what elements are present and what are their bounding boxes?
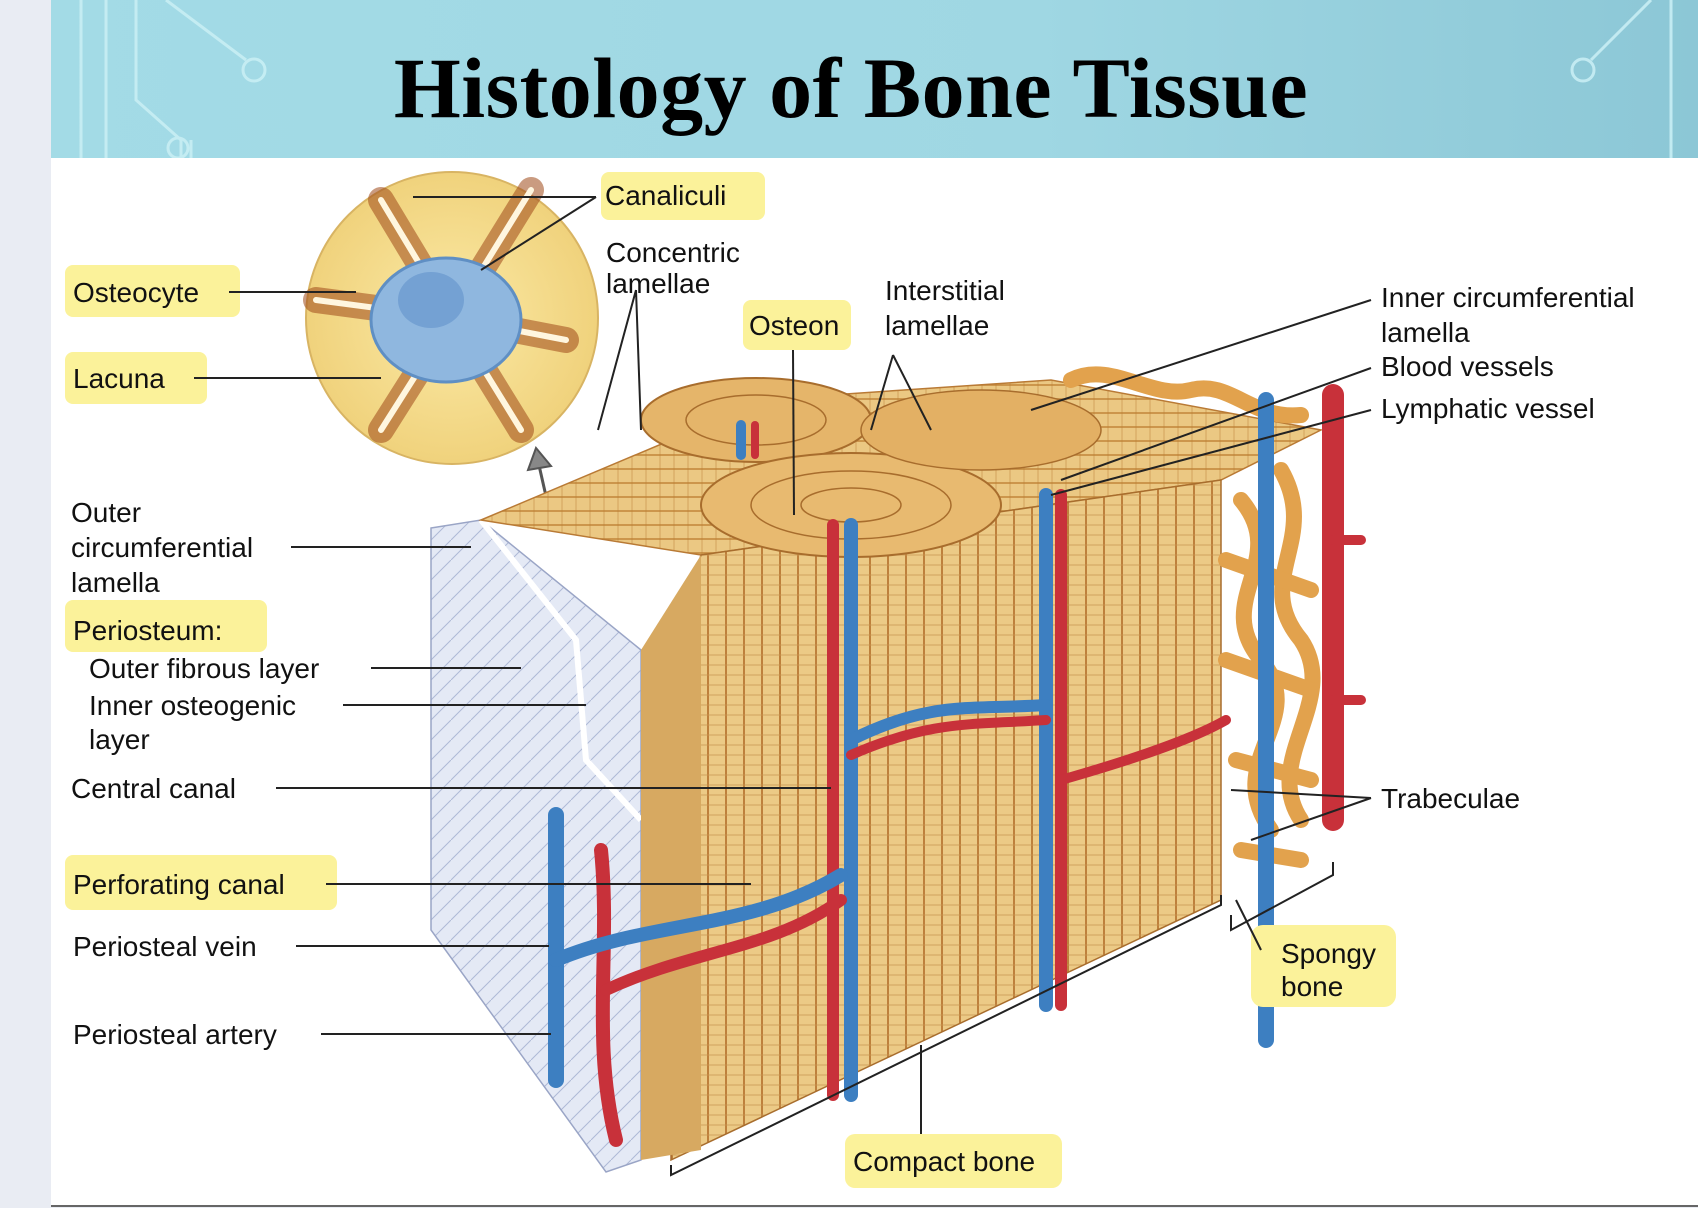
label-osteon: Osteon <box>749 310 839 341</box>
leader-lines <box>194 196 1372 1134</box>
label-spongy-bone-2: bone <box>1281 971 1343 1002</box>
label-concentric-lamellae-2: lamellae <box>606 268 710 299</box>
blood-vessels <box>548 384 1366 1147</box>
label-interstitial-lamellae-1: Interstitial <box>885 275 1005 306</box>
compact-bone-front <box>670 479 1222 1162</box>
label-outer-circumferential-3: lamella <box>71 567 160 598</box>
label-inner-circumferential-1: Inner circumferential <box>1381 282 1635 313</box>
label-spongy-bone-1: Spongy <box>1281 938 1376 969</box>
label-highlights <box>65 172 1396 1188</box>
slide-bottom-rule <box>51 1205 1698 1207</box>
label-interstitial-lamellae-2: lamellae <box>885 310 989 341</box>
arrow-head-icon <box>526 446 553 472</box>
circuit-decoration <box>79 0 1673 158</box>
label-lymphatic-vessel: Lymphatic vessel <box>1381 393 1595 424</box>
osteocyte-magnified-view <box>303 171 599 465</box>
label-trabeculae: Trabeculae <box>1381 783 1520 814</box>
label-inner-circumferential-2: lamella <box>1381 317 1470 348</box>
label-periosteal-vein: Periosteal vein <box>73 931 257 962</box>
label-osteocyte: Osteocyte <box>73 277 199 308</box>
compact-bone-bracket <box>670 895 1222 1177</box>
compact-bone-side <box>641 555 701 1160</box>
label-inner-osteogenic-1: Inner osteogenic <box>89 690 296 721</box>
label-central-canal: Central canal <box>71 773 236 804</box>
periosteum-boundary <box>478 518 644 823</box>
bone-tissue-diagram: Canaliculi Concentric lamellae Osteocyte… <box>65 171 1635 1188</box>
slide-title: Histology of Bone Tissue <box>393 40 1309 136</box>
label-concentric-lamellae-1: Concentric <box>606 237 740 268</box>
label-lacuna: Lacuna <box>73 363 165 394</box>
interstitial-region <box>860 389 1102 471</box>
label-compact-bone: Compact bone <box>853 1146 1035 1177</box>
spongy-bone-bracket <box>1230 862 1334 932</box>
slide: Histology of Bone Tissue <box>51 0 1698 1206</box>
label-periosteal-artery: Periosteal artery <box>73 1019 277 1050</box>
title-banner: Histology of Bone Tissue <box>51 0 1698 158</box>
diagram-labels: Canaliculi Concentric lamellae Osteocyte… <box>71 180 1635 1177</box>
label-periosteum: Periosteum: <box>73 615 222 646</box>
label-outer-circumferential-2: circumferential <box>71 532 253 563</box>
label-canaliculi: Canaliculi <box>605 180 726 211</box>
label-perforating-canal: Perforating canal <box>73 869 285 900</box>
label-blood-vessels: Blood vessels <box>1381 351 1554 382</box>
label-outer-circumferential-1: Outer <box>71 497 141 528</box>
label-inner-osteogenic-2: layer <box>89 724 150 755</box>
label-outer-fibrous-layer: Outer fibrous layer <box>89 653 319 684</box>
